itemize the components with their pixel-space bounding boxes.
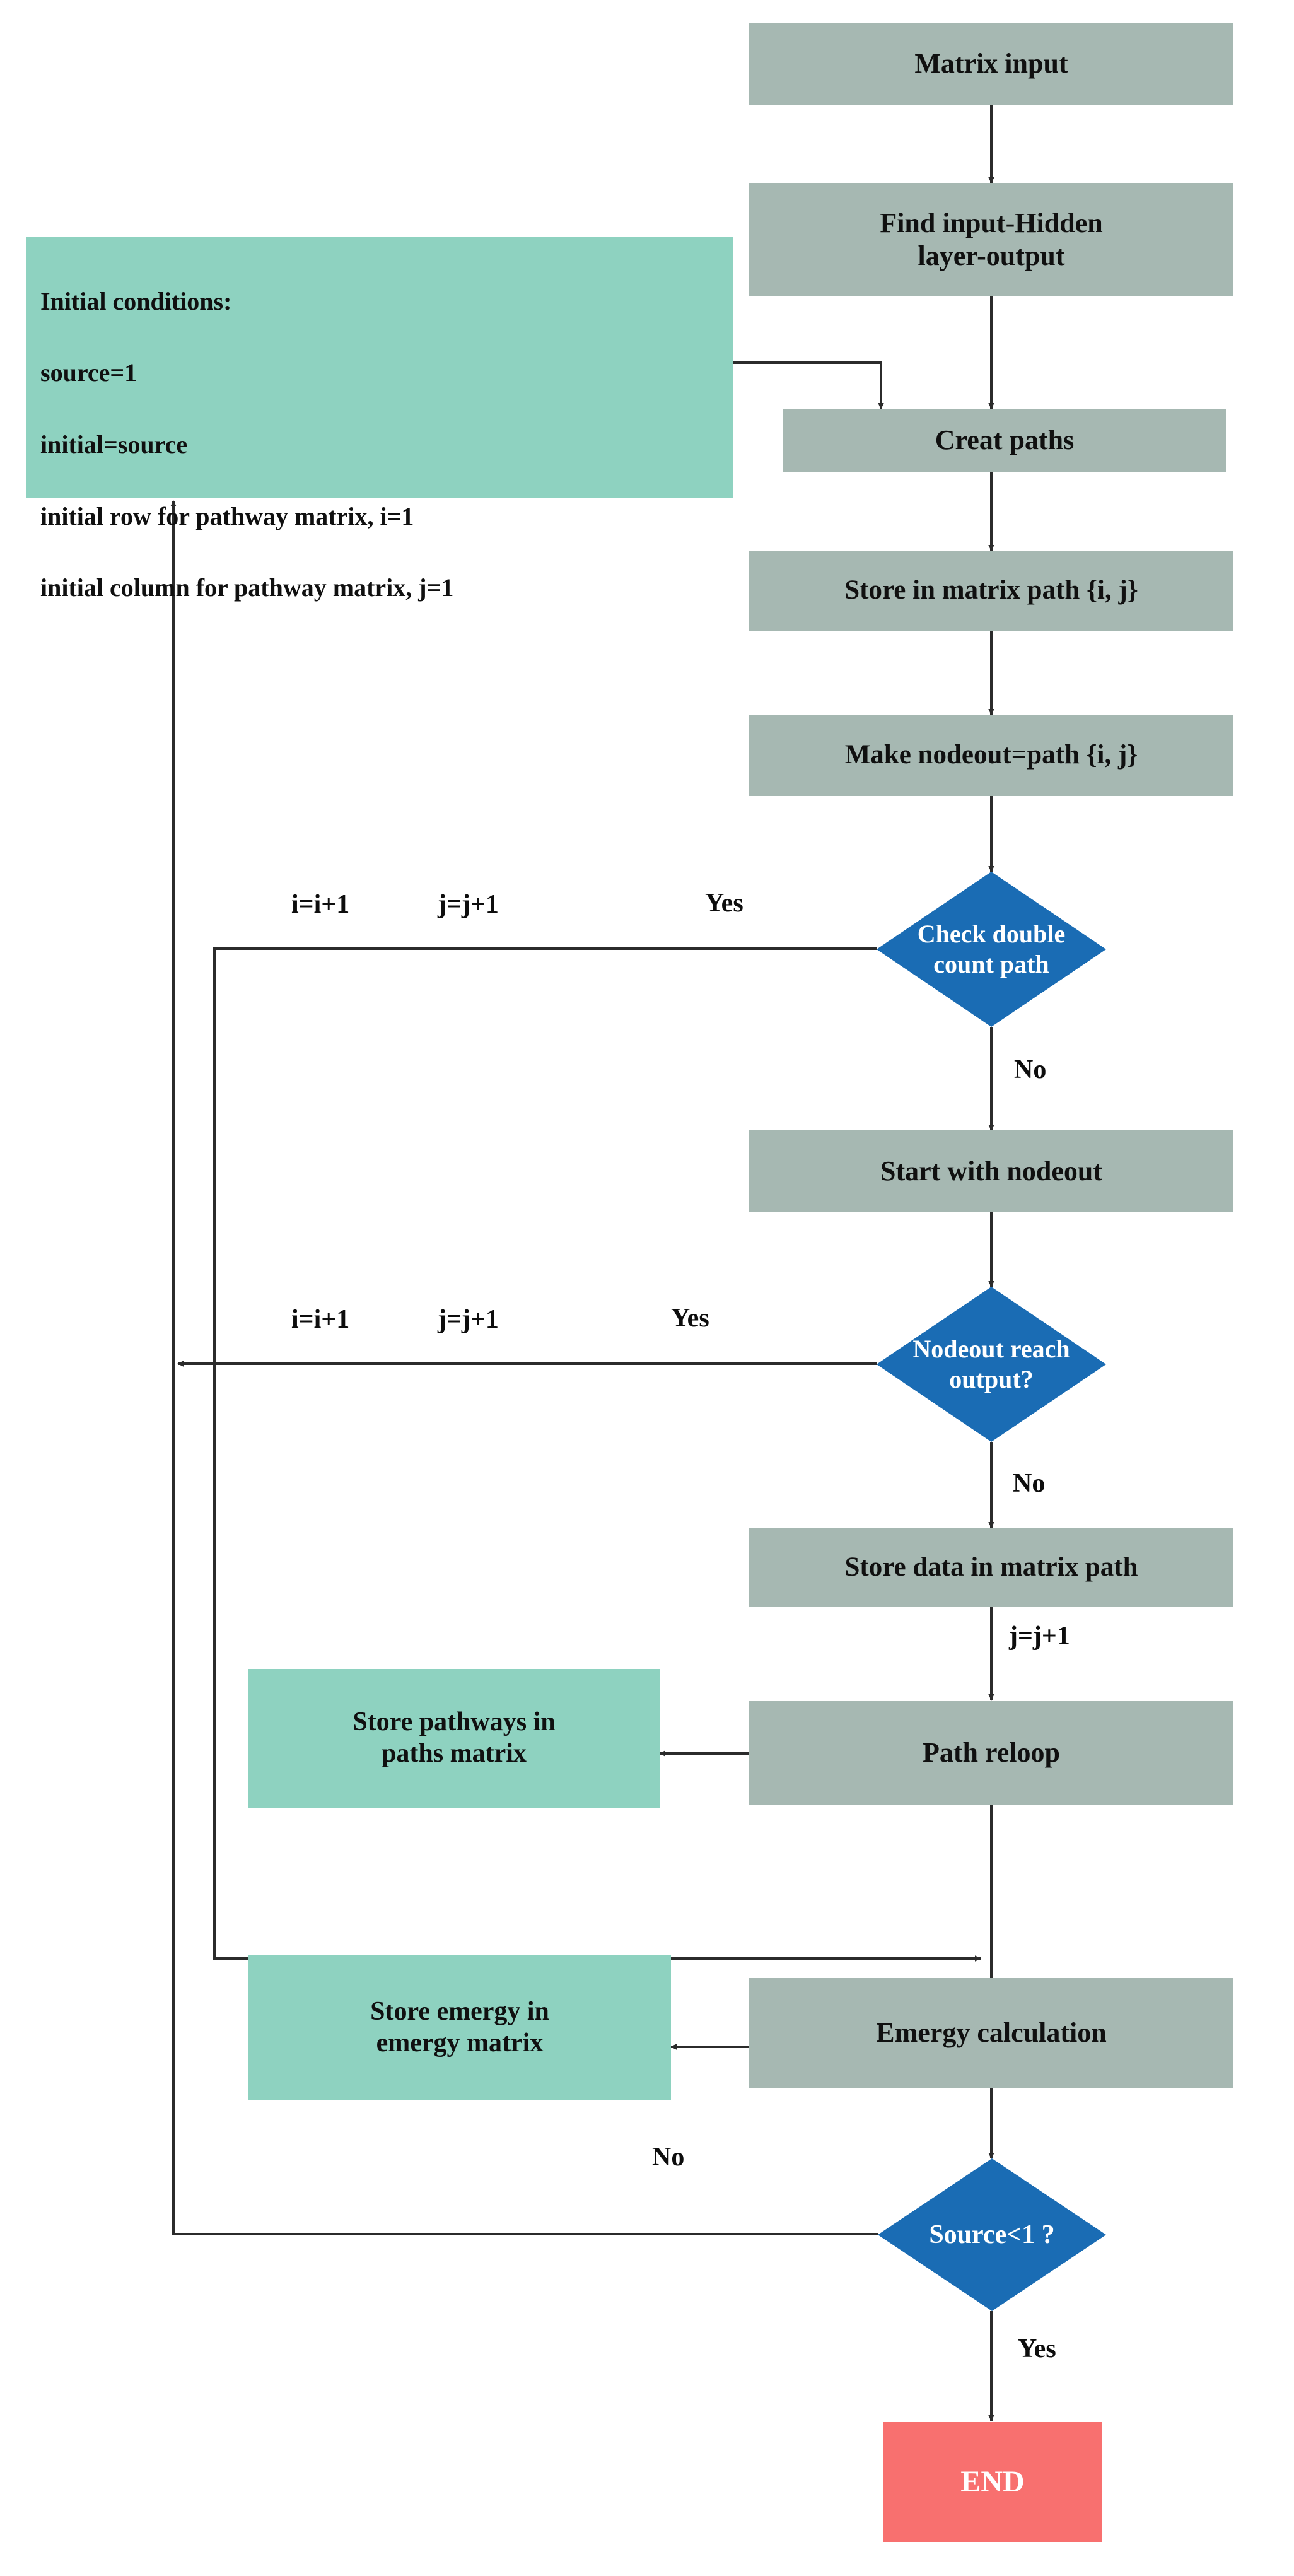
node-store-pathways-label: Store pathways in paths matrix [353,1707,556,1768]
node-creat-paths[interactable]: Creat paths [783,409,1226,472]
label-source-yes: Yes [1018,2334,1056,2363]
initial-conditions-line-4: initial row for pathway matrix, i=1 [40,501,414,530]
node-matrix-input-label: Matrix input [914,48,1068,79]
node-check-double-count[interactable]: Check double count path [877,872,1106,1027]
node-store-data-matrix-path-label: Store data in matrix path [844,1552,1138,1582]
label-reloop-inc-j: j=j+1 [1009,1622,1070,1651]
node-find-layers-label: Find input-Hidden layer-output [880,208,1103,271]
node-initial-conditions[interactable]: Initial conditions: source=1 initial=sou… [26,237,733,602]
node-store-emergy[interactable]: Store emergy in emergy matrix [248,1955,671,2100]
initial-conditions-line-3: initial=source [40,430,188,459]
initial-conditions-line-2: source=1 [40,358,137,387]
node-store-matrix-path-label: Store in matrix path {i, j} [844,575,1138,606]
node-make-nodeout[interactable]: Make nodeout=path {i, j} [749,715,1233,796]
label-check-double-yes: Yes [705,889,743,918]
node-matrix-input[interactable]: Matrix input [749,23,1233,105]
node-nodeout-reach-output-label: Nodeout reach output? [912,1335,1070,1393]
node-store-pathways[interactable]: Store pathways in paths matrix [248,1669,660,1808]
node-start-with-nodeout[interactable]: Start with nodeout [749,1130,1233,1212]
label-nodeout-yes: Yes [671,1304,709,1333]
node-emergy-calculation-label: Emergy calculation [876,2017,1107,2049]
edge-initial-to-creat [733,361,884,409]
label-nodeout-inc-j: j=j+1 [438,1305,499,1334]
node-creat-paths-label: Creat paths [935,424,1075,456]
label-source-no: No [652,2143,685,2172]
node-emergy-calculation[interactable]: Emergy calculation [749,1978,1233,2088]
node-find-layers[interactable]: Find input-Hidden layer-output [749,183,1233,296]
node-start-with-nodeout-label: Start with nodeout [880,1156,1103,1187]
node-check-double-count-label: Check double count path [917,920,1066,978]
node-store-matrix-path[interactable]: Store in matrix path {i, j} [749,551,1233,631]
initial-conditions-line-1: Initial conditions: [40,286,232,315]
node-make-nodeout-label: Make nodeout=path {i, j} [844,740,1138,770]
node-source-check[interactable]: Source<1 ? [878,2158,1106,2311]
label-check-double-inc-i: i=i+1 [291,890,350,919]
node-path-reloop-label: Path reloop [923,1737,1060,1769]
label-check-double-no: No [1014,1055,1047,1084]
node-source-check-label: Source<1 ? [929,2220,1055,2249]
node-store-data-matrix-path[interactable]: Store data in matrix path [749,1528,1233,1607]
label-nodeout-no: No [1013,1469,1046,1498]
label-nodeout-inc-i: i=i+1 [291,1305,350,1334]
label-check-double-inc-j: j=j+1 [438,890,499,919]
node-path-reloop[interactable]: Path reloop [749,1701,1233,1805]
node-nodeout-reach-output[interactable]: Nodeout reach output? [877,1287,1106,1442]
node-end-label: END [960,2464,1025,2498]
node-store-emergy-label: Store emergy in emergy matrix [370,1997,549,2058]
initial-conditions-line-5: initial column for pathway matrix, j=1 [40,573,454,602]
node-end[interactable]: END [883,2422,1102,2542]
